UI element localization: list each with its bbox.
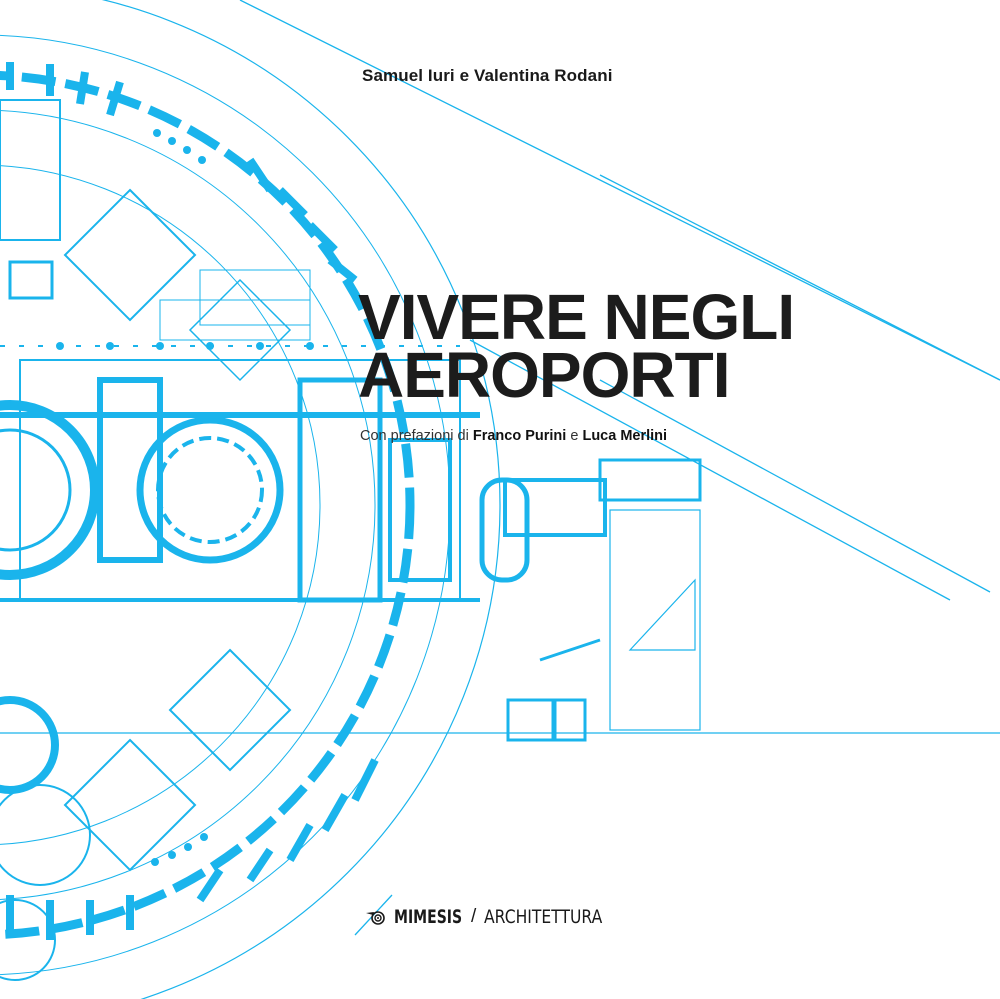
title-line-1: VIVERE NEGLI (358, 281, 795, 353)
snail-spiral-icon (366, 911, 385, 925)
publisher-brand: MIMESIS (394, 906, 463, 928)
authors: Samuel Iuri e Valentina Rodani (362, 66, 613, 85)
book-title: VIVERE NEGLI AEROPORTI (358, 281, 795, 411)
publisher-separator: / (471, 906, 477, 927)
subtitle-joiner: e (570, 428, 579, 444)
publisher-mark: MIMESIS / ARCHITETTURA (366, 906, 629, 928)
publisher-series: ARCHITETTURA (484, 906, 603, 928)
preface-author-1: Franco Purini (472, 428, 567, 444)
preface-author-2: Luca Merlini (582, 428, 668, 444)
title-line-2: AEROPORTI (358, 339, 730, 411)
subtitle: Con prefazioni di Franco Purini e Luca M… (360, 428, 667, 444)
subtitle-prefix: Con prefazioni di (360, 428, 469, 444)
